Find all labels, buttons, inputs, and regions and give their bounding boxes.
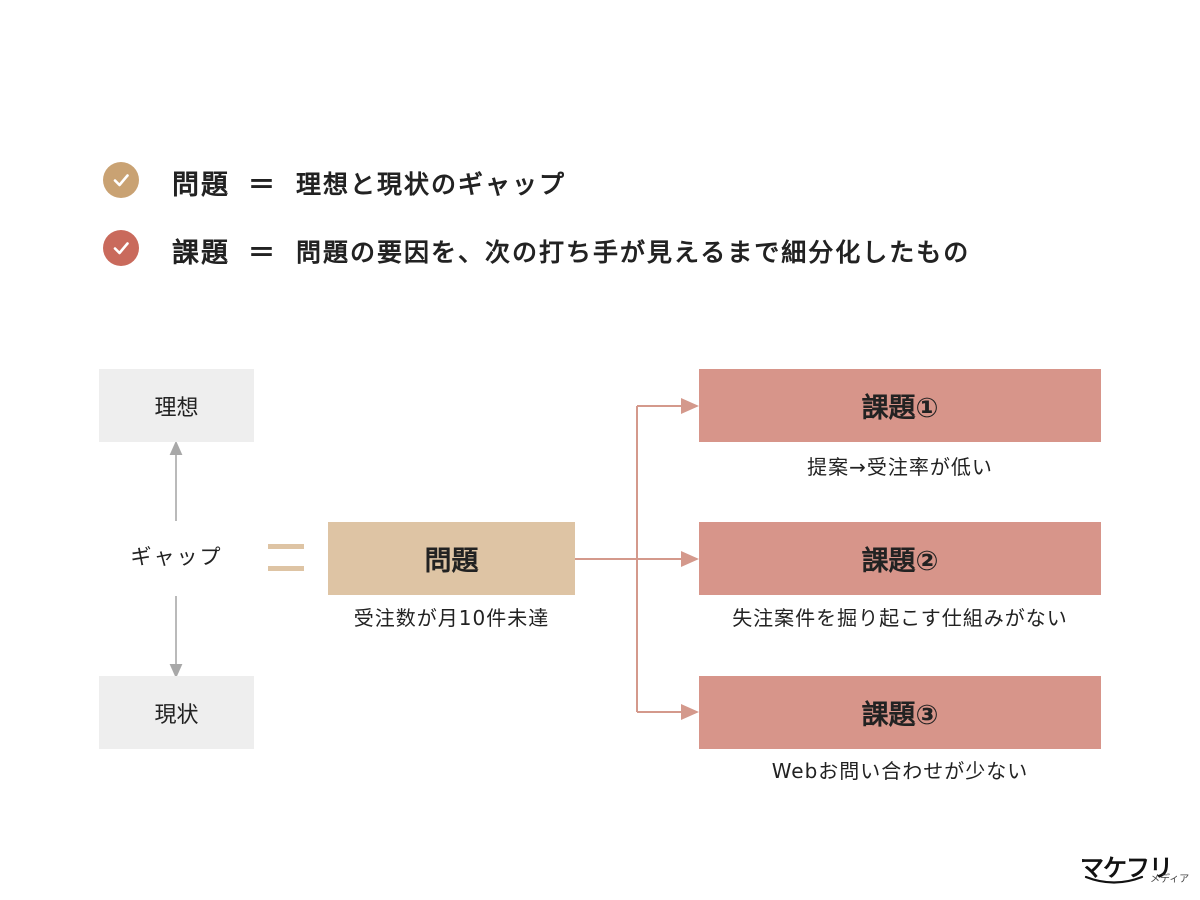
logo-smile-icon bbox=[1084, 875, 1144, 884]
logo-subtext: メディア bbox=[1150, 874, 1190, 885]
issue-1-caption: 提案→受注率が低い bbox=[807, 455, 993, 479]
definition-text-problem: 理想と現状のギャップ bbox=[296, 170, 567, 199]
gap-equals-top-bar bbox=[268, 544, 304, 549]
definition-term-problem: 問題 bbox=[172, 170, 230, 201]
problem-check-icon bbox=[103, 162, 139, 198]
logo-wordmark: マケフリ bbox=[1080, 854, 1173, 882]
definition-term-issue: 課題 bbox=[172, 238, 230, 269]
issue-1-box: 課題① bbox=[699, 369, 1101, 442]
gap-label: ギャップ bbox=[130, 545, 223, 569]
problem-box: 問題 bbox=[328, 522, 575, 595]
definition-equals-problem: ＝ bbox=[248, 170, 275, 201]
definition-equals-issue: ＝ bbox=[248, 238, 275, 269]
current-box: 現状 bbox=[99, 676, 254, 749]
ideal-box: 理想 bbox=[99, 369, 254, 442]
issue-3-caption: Webお問い合わせが少ない bbox=[771, 759, 1029, 783]
issue-3-box: 課題③ bbox=[699, 676, 1101, 749]
definition-text-issue: 問題の要因を、次の打ち手が見えるまで細分化したもの bbox=[296, 238, 971, 267]
issue-2-caption: 失注案件を掘り起こす仕組みがない bbox=[732, 606, 1068, 630]
problem-caption: 受注数が月10件未達 bbox=[353, 606, 550, 630]
issue-2-box: 課題② bbox=[699, 522, 1101, 595]
issue-check-icon bbox=[103, 230, 139, 266]
gap-equals-bottom-bar bbox=[268, 566, 304, 571]
